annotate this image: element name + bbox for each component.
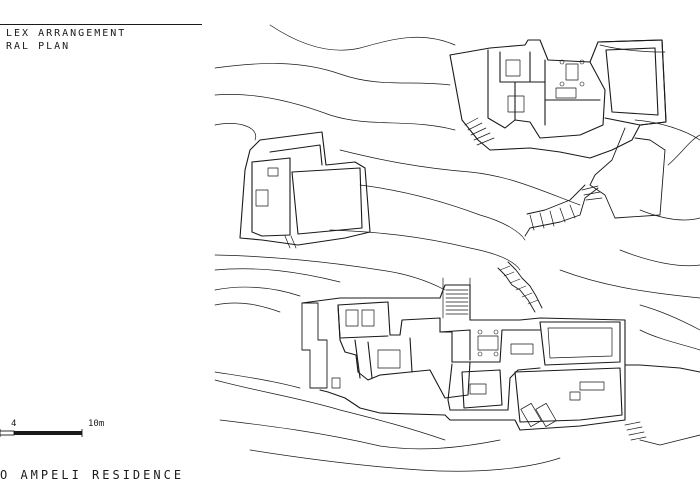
chair <box>559 59 565 65</box>
contour-line <box>639 304 700 331</box>
terrace <box>539 321 621 366</box>
scale-label-10m: 10m <box>88 419 105 429</box>
steps <box>499 265 539 305</box>
contour-line <box>214 254 446 291</box>
interior-walls <box>269 144 323 166</box>
garden-path-north <box>524 127 666 237</box>
stairs <box>624 421 647 441</box>
chair <box>477 351 483 357</box>
building-north <box>449 39 667 159</box>
contour-line <box>219 419 501 450</box>
interior-walls <box>499 51 531 83</box>
contour-line <box>214 94 456 131</box>
bed <box>507 95 525 113</box>
chair <box>477 329 483 335</box>
contour-line <box>329 229 521 271</box>
drawing-title-line-2: RAL PLAN <box>6 41 71 52</box>
chair <box>579 59 585 65</box>
sofa <box>569 391 581 401</box>
terrain-contours <box>214 24 700 472</box>
terrace-edge <box>605 47 659 116</box>
pool-terrace <box>514 367 623 423</box>
bed <box>255 189 269 207</box>
building-south <box>301 261 700 446</box>
bath <box>267 167 279 177</box>
scale-label-4: 4 <box>11 419 17 429</box>
interior-walls <box>447 363 541 411</box>
steps <box>581 185 603 201</box>
stairs <box>284 235 297 249</box>
stairs <box>445 289 469 315</box>
interior-walls <box>251 157 291 237</box>
courtyard <box>291 167 363 235</box>
sofa <box>469 383 487 395</box>
bed <box>361 309 375 327</box>
chair <box>559 81 565 87</box>
chair <box>579 81 585 87</box>
terrace <box>597 39 667 126</box>
contour-line <box>214 268 341 283</box>
contour-line <box>249 449 561 472</box>
stairs <box>464 117 495 146</box>
bed <box>377 349 401 369</box>
boundary-wall <box>301 302 328 389</box>
contour-line <box>214 63 451 86</box>
interior-walls <box>337 304 413 379</box>
living-room <box>461 369 503 409</box>
bed <box>345 309 359 327</box>
site-boundary <box>624 364 700 446</box>
contour-line <box>667 134 700 166</box>
steps <box>529 204 576 231</box>
contour-line <box>599 44 666 53</box>
lounger <box>331 377 341 389</box>
contour-line <box>214 123 257 141</box>
interior-walls <box>439 329 541 363</box>
building-outline <box>449 39 667 159</box>
terrace-inner <box>547 327 613 359</box>
boundary-wall <box>301 284 626 431</box>
garden-steps <box>497 267 536 313</box>
stairs <box>442 277 471 319</box>
bed <box>505 59 521 77</box>
contour-line <box>214 302 281 313</box>
lounger <box>520 402 542 428</box>
contour-line <box>639 209 700 221</box>
sofa <box>579 381 605 391</box>
interior-walls <box>487 49 606 139</box>
contour-line <box>359 184 526 241</box>
project-title: O AMPELI RESIDENCE <box>0 468 185 482</box>
contour-line <box>214 286 301 297</box>
contour-line <box>269 24 456 51</box>
dining-table <box>565 63 579 81</box>
lounger <box>535 402 557 428</box>
drawing-title-line-1: LEX ARRANGEMENT <box>6 28 127 39</box>
island <box>510 343 534 355</box>
header-rule <box>0 24 202 25</box>
contour-line <box>639 329 700 351</box>
contour-line <box>619 249 700 267</box>
garden-steps <box>507 261 543 309</box>
dining-table <box>477 335 499 351</box>
building-west <box>239 131 371 249</box>
contour-line <box>214 379 446 441</box>
interior-walls <box>514 81 546 126</box>
contour-line <box>559 269 700 299</box>
contour-line <box>214 371 301 389</box>
interior-walls <box>544 59 601 101</box>
chair <box>493 351 499 357</box>
scale-bar <box>0 429 83 437</box>
contour-line <box>339 149 581 206</box>
sofa <box>555 87 577 99</box>
house-outline <box>337 301 471 399</box>
contour-line <box>634 119 700 141</box>
chair <box>493 329 499 335</box>
building-outline <box>239 131 371 246</box>
